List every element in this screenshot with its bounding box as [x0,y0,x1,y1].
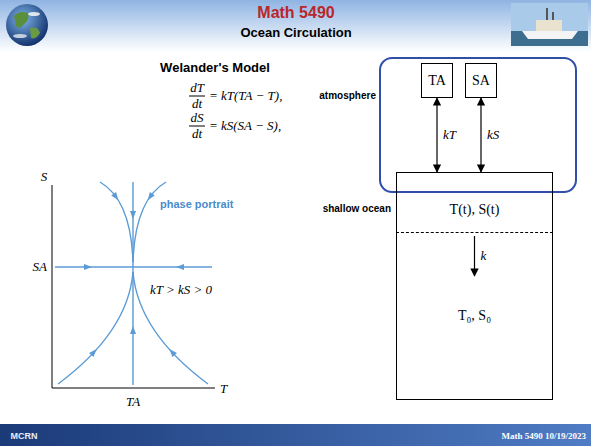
flux-arrow [480,98,481,172]
atmosphere-box: SA [465,63,497,98]
equation-part: = kT(TA − T), [209,88,282,104]
model-heading: Welander's Model [160,60,270,75]
node-text: TA [428,73,446,89]
flux-arrow [474,236,475,276]
footer-text: Math 5490 10/19/2023 [502,431,587,441]
plot-label: phase portrait [158,198,235,210]
header-band [0,0,591,52]
subtitle: Ocean Circulation [240,25,351,40]
logo-text: MCRN [11,431,38,441]
earth-image [6,4,48,46]
rate-label: kT [442,127,457,143]
footer-band [0,424,591,446]
fraction-bars [189,96,205,126]
node-text: T₀, S₀ [458,308,491,324]
axis-tick-label: TA [126,394,140,410]
flux-arrow [436,98,437,172]
node-text: T(t), S(t) [450,202,500,218]
condition-label: kT > kS > 0 [150,282,212,298]
phase-portrait [52,182,215,388]
region-label: shallow ocean [323,203,391,214]
shallow-ocean-layer: T(t), S(t) [396,172,553,232]
slide-title: Math 5490 [257,4,334,22]
equation-part: dS [191,110,204,126]
boat-photo [511,3,588,46]
axis-tick-label: SA [33,259,47,275]
equation-part: dT [190,80,204,96]
rate-label: k [480,248,488,264]
equation-part: = kS(SA − S), [209,118,281,134]
axis-label: S [41,169,48,185]
deep-ocean-layer: T₀, S₀ [396,232,553,400]
equation-part: dt [192,96,202,112]
rate-label: kS [486,127,500,143]
node-text: SA [472,73,490,89]
atmosphere-box: TA [421,63,453,98]
region-label: atmosphere [319,90,376,101]
equation-part: dt [192,126,202,142]
axis-label: T [220,381,227,397]
